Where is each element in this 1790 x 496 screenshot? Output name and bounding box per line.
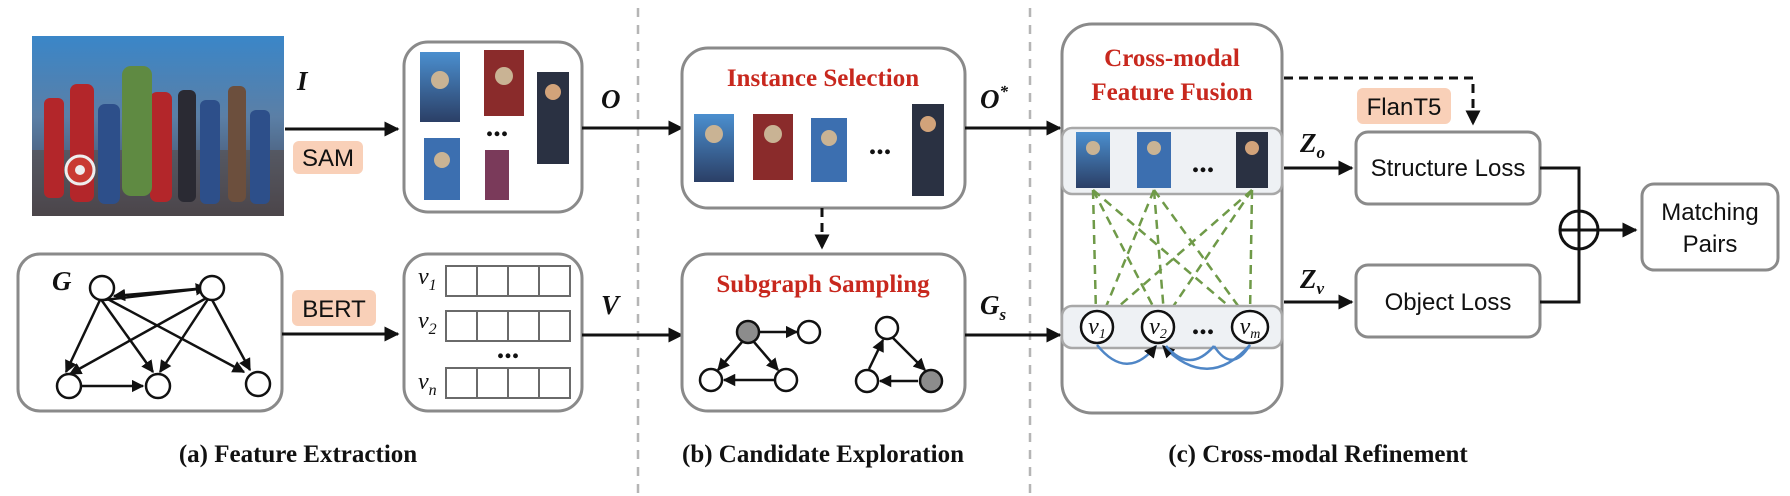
vector-symbol: v (418, 264, 429, 290)
g-s-symbol: Gs (980, 290, 1007, 324)
subgraph-right (854, 315, 944, 394)
sum-operator (1558, 209, 1600, 251)
graph-edge (208, 295, 252, 372)
z-v-symbol: Zv (1299, 264, 1325, 298)
fused-node-ellipsis: ... (1192, 308, 1215, 341)
graph-edge (101, 294, 246, 374)
vector-subscript: 2 (429, 321, 437, 338)
o-star-symbol: O* (980, 82, 1009, 114)
instance-thumb (811, 118, 847, 182)
svg-text:v2: v2 (418, 308, 437, 338)
fused-image-ellipsis: ... (1192, 146, 1215, 179)
object-thumb (424, 138, 460, 200)
fused-image-thumbnails (1076, 132, 1268, 188)
graph-edge (68, 294, 211, 376)
matching-pairs-box (1640, 182, 1780, 272)
graph-node (88, 274, 116, 302)
fused-thumb (1137, 132, 1171, 188)
graph-edge (112, 286, 208, 302)
objects-symbol: O (601, 84, 621, 114)
caption-feature-extraction: (a) Feature Extraction (179, 441, 417, 468)
matching-pairs-line2: Pairs (1683, 231, 1738, 258)
fused-node-1: v1 (1079, 309, 1115, 345)
flant5-tag (1357, 88, 1451, 124)
matching-pairs-line1: Matching (1661, 199, 1758, 226)
bert-label: BERT (302, 296, 366, 323)
bert-tag (292, 290, 376, 326)
subgraph-left (698, 319, 822, 393)
subgraph-node (773, 367, 799, 393)
instance-thumbnails (694, 104, 944, 196)
fusion-title-line1: Cross-modal (1104, 45, 1240, 72)
fused-image-strip (1060, 126, 1284, 196)
subgraph-node-highlighted (735, 319, 761, 345)
graph-symbol: G (52, 266, 72, 296)
svg-text:vn: vn (418, 369, 437, 399)
flant5-label: FlanT5 (1367, 94, 1442, 121)
subgraph-node (874, 315, 900, 341)
instance-selection-title: Instance Selection (727, 65, 919, 92)
vector-subscript: n (429, 382, 437, 399)
subgraph-node (698, 367, 724, 393)
svg-text:v1: v1 (1088, 314, 1106, 342)
vector-symbol: v (418, 308, 429, 334)
structure-loss-label: Structure Loss (1371, 155, 1526, 182)
vectors-symbol: V (601, 290, 621, 320)
graph-edge (98, 297, 155, 374)
caption-cross-modal-refinement: (c) Cross-modal Refinement (1168, 441, 1468, 468)
arrow-fusion-to-flant5 (1284, 76, 1481, 126)
fusion-title-line2: Feature Fusion (1091, 79, 1252, 106)
object-thumb (485, 150, 509, 200)
graph-node (144, 372, 172, 400)
knowledge-graph (55, 274, 272, 400)
caption-candidate-exploration: (b) Candidate Exploration (682, 441, 964, 468)
object-thumbnails (420, 50, 569, 200)
fused-node-m: vm (1230, 309, 1270, 345)
node-relation-arcs (1096, 344, 1252, 370)
subgraph-node (796, 319, 822, 345)
vector-row-2: v2 (418, 308, 571, 342)
vector-symbol: v (418, 369, 429, 395)
fused-thumb (1076, 132, 1110, 188)
graph-edge (64, 299, 102, 374)
instance-thumb (694, 114, 734, 182)
graph-edge (158, 295, 212, 374)
svg-text:v1: v1 (418, 264, 437, 294)
cross-modal-attention-links (1091, 189, 1254, 315)
graph-node (198, 274, 226, 302)
z-o-symbol: Zo (1299, 128, 1325, 162)
subgraph-sampling-title: Subgraph Sampling (716, 271, 930, 298)
subgraph-node-highlighted (918, 368, 944, 394)
fused-node-2: v2 (1140, 309, 1176, 345)
vector-row-1: v1 (418, 264, 571, 297)
sam-tag (293, 141, 363, 174)
image-symbol: I (296, 66, 309, 96)
instance-ellipsis: ... (869, 128, 892, 161)
structure-loss-connector (1540, 166, 1581, 210)
subgraph-sampling-box (680, 252, 967, 413)
vector-row-n: vn (418, 367, 571, 399)
vector-subscript: 1 (429, 277, 437, 294)
input-poster-image (32, 36, 284, 216)
sam-label: SAM (302, 145, 354, 172)
fused-thumb (1236, 132, 1268, 188)
svg-text:v2: v2 (1149, 314, 1167, 342)
objects-ellipsis: ... (486, 110, 509, 143)
graph-node (244, 370, 272, 398)
object-loss-connector (1540, 250, 1581, 304)
instance-thumb (753, 114, 793, 180)
subgraph-node (854, 368, 880, 394)
svg-text:vm: vm (1240, 314, 1261, 342)
graph-node (55, 372, 83, 400)
object-loss-label: Object Loss (1385, 289, 1512, 316)
vectors-ellipsis: ... (497, 332, 520, 365)
